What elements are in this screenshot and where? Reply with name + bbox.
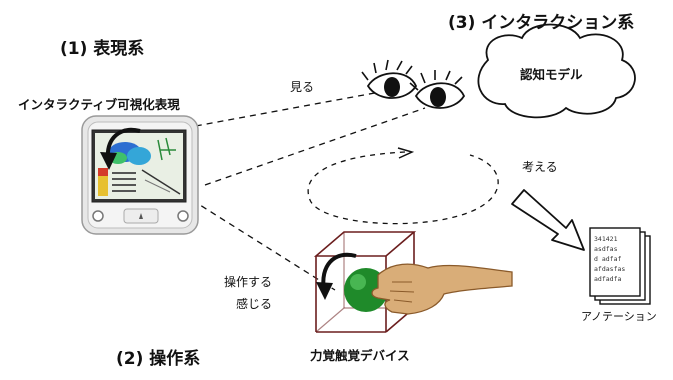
gaze-dashed-line — [204, 107, 426, 186]
see-label: 見る — [290, 80, 315, 94]
thinking-output-arrow — [511, 189, 585, 251]
cognitive-model-cloud — [477, 23, 636, 119]
see-dashed-line — [184, 91, 381, 129]
feel-label: 感じる — [236, 297, 273, 311]
section-operation-title: (2) 操作系 — [116, 349, 201, 369]
monitor-icon — [81, 115, 199, 235]
section-representation-title: (1) 表現系 — [60, 39, 145, 59]
annotation-line: d adfaf — [594, 255, 622, 263]
annotation-line: asdfas — [594, 245, 618, 253]
monitor-label: インタラクティブ可視化表現 — [18, 97, 180, 112]
section-interaction-title: (3) インタラクション系 — [448, 13, 635, 33]
annotation-document-icon — [589, 227, 651, 305]
cognitive-model-label: 認知モデル — [520, 67, 583, 82]
haptic-device-label: 力覚触覚デバイス — [310, 348, 410, 363]
annotation-line: 341421 — [594, 235, 618, 243]
think-loop-arrow — [397, 147, 415, 159]
operate-label: 操作する — [224, 275, 273, 289]
annotation-text: 341421 asdfas d adfaf afdasfas adfadfa — [594, 234, 625, 284]
think-label: 考える — [522, 160, 558, 174]
think-loop — [307, 151, 499, 225]
eyes-icon — [361, 59, 466, 109]
annotation-line: afdasfas — [594, 265, 626, 273]
haptic-device-icon — [313, 231, 513, 333]
annotation-line: adfadfa — [594, 275, 622, 283]
annotation-label: アノテーション — [581, 310, 657, 323]
